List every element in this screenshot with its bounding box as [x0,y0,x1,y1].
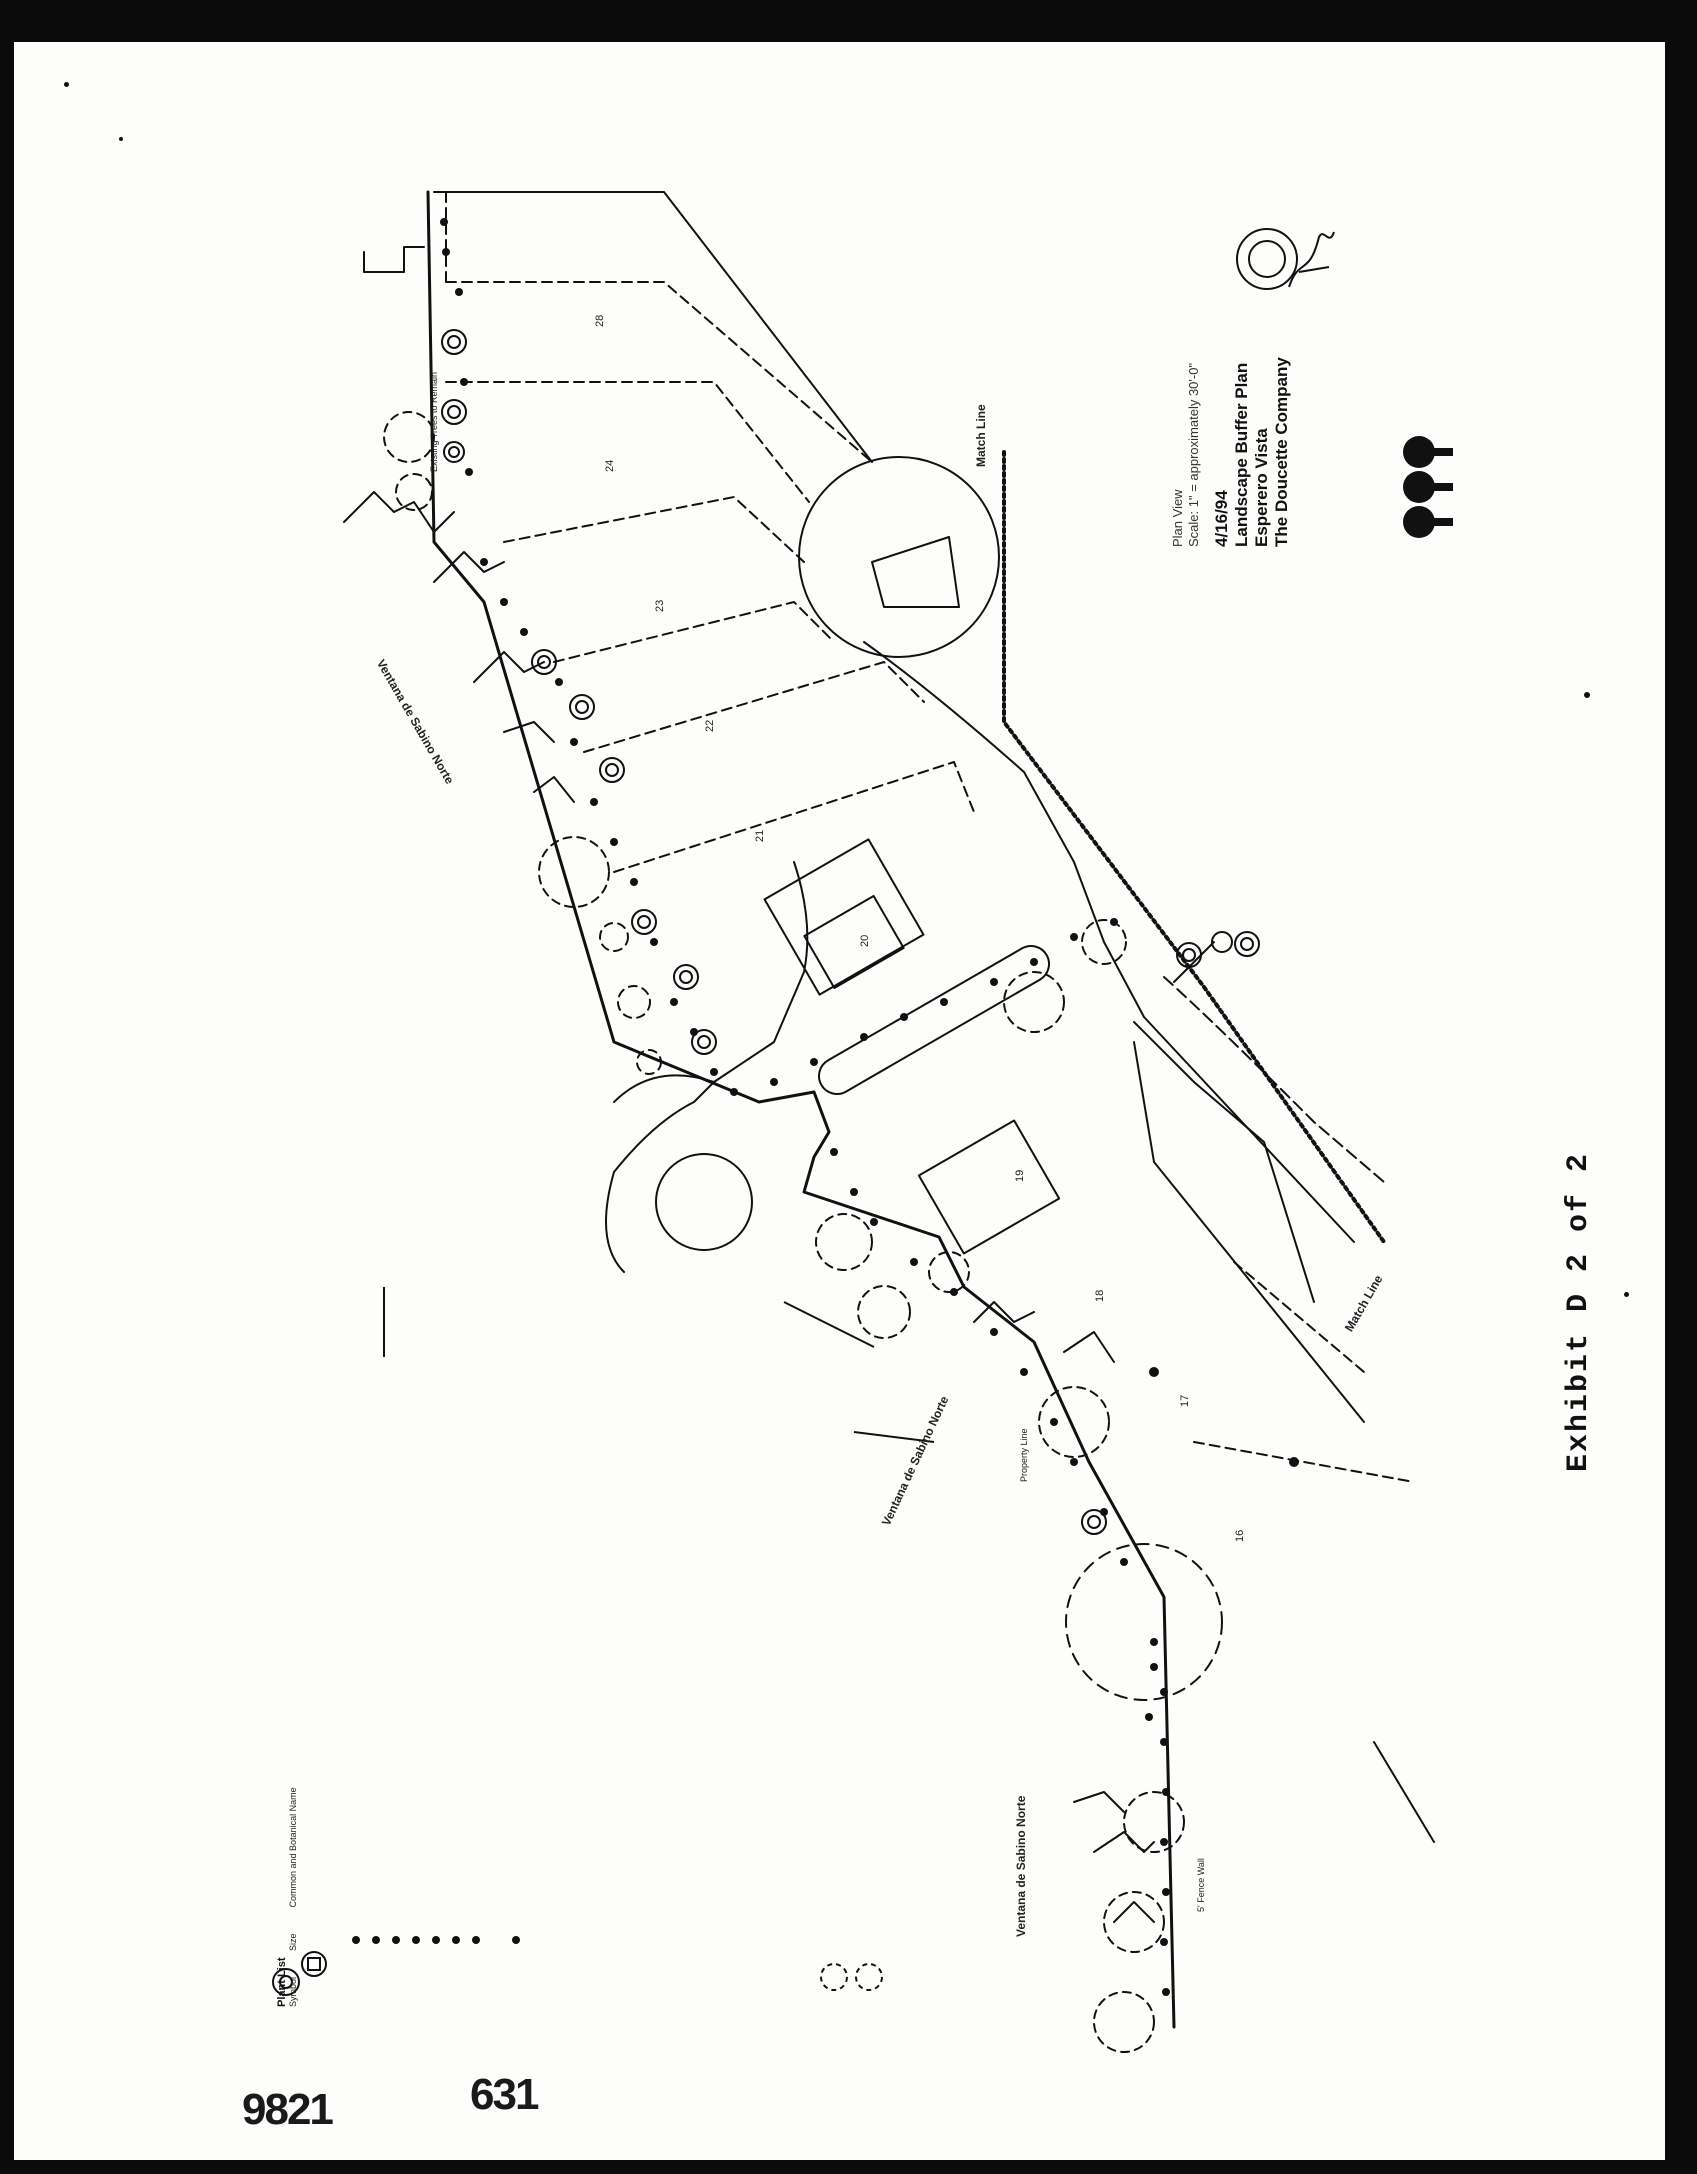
lot-boundary [433,191,873,463]
landscape-plan-drawing [272,190,1435,2053]
lot-number: 16 [1234,1529,1246,1542]
property-line-note: Property Line [1019,1428,1029,1482]
paper-speck [119,137,123,141]
fence-note: 5' Fence Wall [1196,1858,1206,1912]
paper-speck [64,82,69,87]
plant-list-legend: Plant List Symbol Size Common and Botani… [276,1787,306,2007]
legend-title: Plant List [276,1957,288,2007]
legend-header: Symbol Size Common and Botanical Name [288,1787,306,2007]
firm-logo-icon [1403,436,1453,538]
street-edge [863,641,1355,1243]
lot-number: 18 [1094,1289,1106,1302]
lot-number: 20 [859,934,871,947]
existing-trees-note: Existing Trees to Remain [429,371,439,472]
lot-boundary [445,191,873,463]
lot-number: 21 [754,829,766,842]
lot-number: 22 [704,719,716,732]
street-name-bottom: Ventana de Sabino Norte [1014,1795,1028,1937]
plan-view-label: Plan View [1170,489,1185,547]
page-number: 631 [470,2070,539,2119]
fence-wall-line [426,190,1176,2029]
lot-number: 17 [1179,1394,1191,1407]
lot-number: 28 [594,314,606,327]
lot-number: 19 [1014,1169,1026,1182]
paper-speck [1584,692,1590,698]
scale-label: Scale: 1" = approximately 30'-0" [1186,362,1201,547]
legend-col-size: Size [288,1933,298,1951]
docket-number: 9821 [242,2085,334,2134]
legend-col-symbol: Symbol [288,1976,298,2007]
exhibit-caption: Exhibit D 2 of 2 [1562,1151,1596,1472]
match-line [1002,450,1386,1244]
paper-speck [1624,1292,1629,1297]
match-line-label: Match Line [974,404,988,467]
architect-seal-icon [1236,228,1335,290]
legend-col-name: Common and Botanical Name [288,1787,298,1908]
lot-number: 23 [654,599,666,612]
drawing-sheet: Plan View Scale: 1" = approximately 30'-… [14,42,1665,2160]
lot-number: 24 [604,459,616,472]
